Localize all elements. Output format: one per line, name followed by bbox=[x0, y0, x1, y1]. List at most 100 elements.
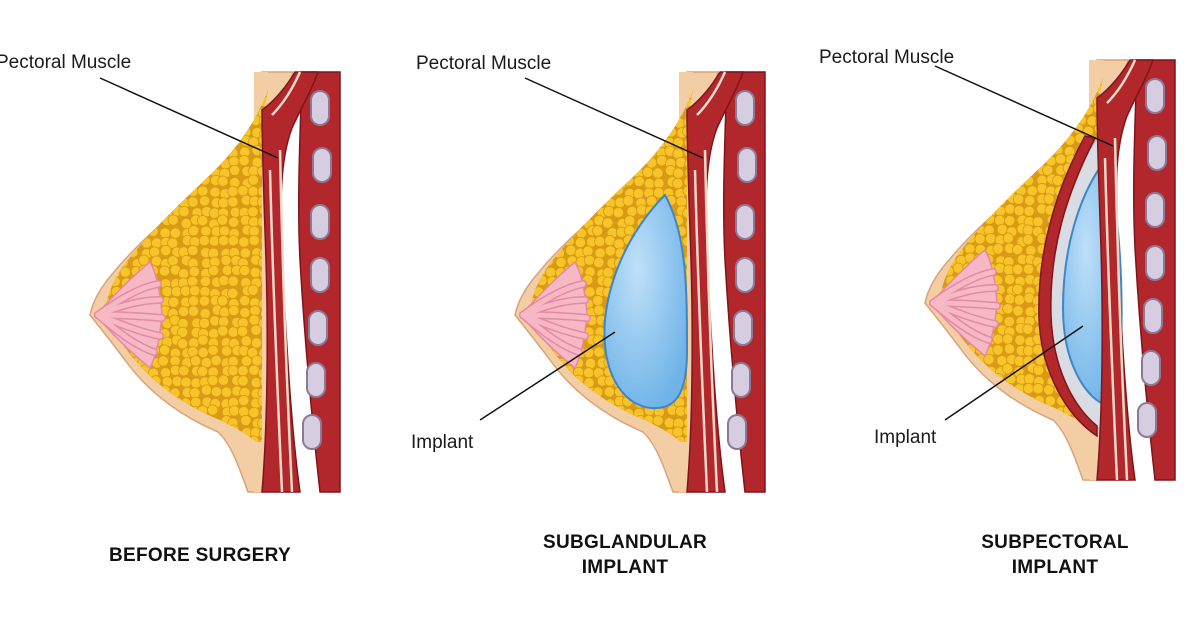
fat-globule bbox=[105, 215, 111, 227]
fat-globule bbox=[1022, 345, 1035, 357]
fat-globule bbox=[1034, 114, 1047, 127]
fat-globule bbox=[530, 90, 534, 98]
fat-globule bbox=[1022, 224, 1034, 236]
fat-globule bbox=[1045, 155, 1057, 167]
fat-globule bbox=[593, 435, 605, 442]
fat-globule bbox=[984, 78, 996, 85]
fat-globule bbox=[197, 185, 209, 197]
fat-globule bbox=[151, 437, 163, 442]
fat-globule bbox=[251, 355, 263, 367]
fat-globule bbox=[210, 354, 222, 367]
fat-globule bbox=[943, 365, 955, 377]
fat-globule bbox=[126, 434, 139, 442]
fat-globule bbox=[614, 96, 627, 109]
fat-globule bbox=[992, 344, 1004, 356]
fat-globule bbox=[177, 338, 189, 350]
fat-globule bbox=[593, 346, 605, 358]
fat-globule bbox=[187, 305, 200, 317]
fat-globule bbox=[954, 363, 967, 376]
fat-globule bbox=[573, 406, 585, 418]
fat-globule bbox=[1044, 78, 1057, 85]
fat-globule bbox=[594, 416, 606, 428]
fat-globule bbox=[952, 155, 964, 167]
fat-globule bbox=[161, 136, 173, 148]
fat-globule bbox=[128, 218, 140, 230]
fat-globule bbox=[105, 205, 112, 217]
fat-globule bbox=[533, 156, 545, 168]
fat-globule bbox=[1043, 384, 1055, 396]
fat-globule bbox=[131, 415, 143, 427]
fat-globule bbox=[624, 215, 636, 227]
fat-globule bbox=[563, 107, 575, 120]
fat-globule bbox=[612, 126, 624, 138]
fat-globule bbox=[111, 354, 123, 367]
fat-globule bbox=[583, 205, 595, 217]
fat-globule bbox=[200, 225, 212, 237]
fat-globule bbox=[945, 78, 958, 87]
fat-globule bbox=[962, 184, 975, 196]
fat-globule bbox=[219, 138, 231, 150]
fat-globule bbox=[530, 176, 536, 188]
fat-globule bbox=[218, 225, 231, 237]
leader-line-muscle bbox=[934, 65, 1114, 147]
fat-globule bbox=[623, 136, 635, 148]
fat-globule bbox=[583, 145, 595, 157]
fat-globule bbox=[167, 255, 179, 267]
fat-globule bbox=[157, 355, 169, 367]
fat-globule bbox=[105, 126, 111, 138]
fat-globule bbox=[594, 247, 606, 259]
fat-globule bbox=[625, 156, 637, 168]
fat-globule bbox=[605, 176, 618, 188]
fat-globule bbox=[562, 135, 574, 147]
fat-globule bbox=[986, 134, 998, 147]
gland-lobe-inner bbox=[930, 300, 992, 343]
fat-globule bbox=[1056, 95, 1068, 107]
fat-globule bbox=[940, 185, 945, 197]
fat-globule bbox=[178, 268, 190, 280]
fat-globule bbox=[623, 224, 636, 237]
fat-globule bbox=[530, 388, 539, 400]
fat-globule bbox=[150, 215, 162, 228]
fat-globule bbox=[121, 154, 133, 166]
fat-globule bbox=[189, 136, 201, 148]
fat-globule bbox=[1073, 95, 1085, 108]
fat-globule bbox=[1002, 103, 1014, 115]
gland-lobe-inner bbox=[520, 312, 582, 355]
fat-globule bbox=[137, 396, 149, 409]
fat-globule bbox=[196, 365, 209, 377]
fat-globule bbox=[170, 426, 182, 438]
fat-globule bbox=[963, 165, 975, 177]
fat-globule bbox=[944, 194, 956, 206]
fat-globule bbox=[158, 408, 170, 420]
fat-globule bbox=[131, 227, 143, 239]
fat-globule bbox=[940, 235, 944, 248]
fat-globule bbox=[1005, 78, 1017, 85]
fat-globule bbox=[1022, 323, 1034, 335]
fat-globule bbox=[982, 425, 994, 430]
fat-globule bbox=[105, 347, 109, 359]
fat-globule bbox=[1022, 175, 1035, 187]
fat-globule bbox=[593, 256, 605, 269]
fat-globule bbox=[1062, 85, 1075, 98]
fat-globule bbox=[992, 143, 1004, 156]
fat-globule bbox=[594, 235, 606, 248]
fat-globule bbox=[158, 265, 171, 277]
leader-line-implant bbox=[944, 325, 1084, 421]
fat-globule bbox=[110, 388, 123, 400]
fat-globule bbox=[940, 215, 948, 228]
fat-globule bbox=[1042, 132, 1054, 145]
rib-icon bbox=[310, 204, 330, 240]
fat-globule bbox=[940, 366, 945, 378]
fat-globule bbox=[140, 185, 152, 198]
fat-globule bbox=[530, 155, 536, 167]
fat-globule bbox=[533, 218, 545, 230]
fat-globule bbox=[554, 386, 566, 398]
fat-globule bbox=[966, 132, 978, 145]
fat-globule bbox=[534, 414, 546, 426]
fat-globule bbox=[167, 237, 179, 249]
fat-globule bbox=[147, 395, 159, 407]
fat-globule bbox=[160, 90, 172, 96]
fat-globule bbox=[179, 165, 192, 178]
fat-globule bbox=[553, 176, 565, 188]
